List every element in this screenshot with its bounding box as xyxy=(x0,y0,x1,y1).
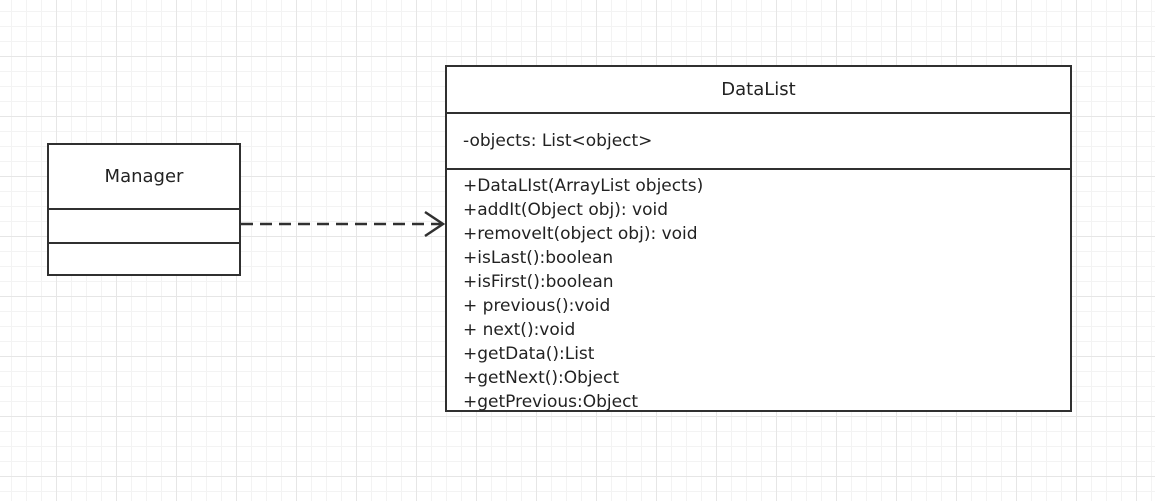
operation: +removeIt(object obj): void xyxy=(463,224,698,244)
class-name: Manager xyxy=(104,166,184,187)
operation: +getNext():Object xyxy=(463,368,620,388)
operations-compartment: +DataLIst(ArrayList objects) +addIt(Obje… xyxy=(447,168,1070,414)
operations-compartment xyxy=(49,242,239,274)
class-manager[interactable]: Manager xyxy=(47,143,241,276)
class-datalist[interactable]: DataList -objects: List<object> +DataLIs… xyxy=(445,65,1072,412)
operation: +isLast():boolean xyxy=(463,248,614,268)
operation: +getPrevious:Object xyxy=(463,392,639,412)
attribute-objects: -objects: List<object> xyxy=(463,131,653,151)
open-arrowhead-icon xyxy=(424,210,446,238)
operation: +DataLIst(ArrayList objects) xyxy=(463,176,704,196)
operation: +getData():List xyxy=(463,344,595,364)
attributes-compartment: -objects: List<object> xyxy=(447,112,1070,168)
operation: +addIt(Object obj): void xyxy=(463,200,668,220)
operation: + next():void xyxy=(463,320,576,340)
operation: +isFirst():boolean xyxy=(463,272,614,292)
attributes-compartment xyxy=(49,208,239,242)
class-name: DataList xyxy=(721,79,796,100)
operation: + previous():void xyxy=(463,296,611,316)
